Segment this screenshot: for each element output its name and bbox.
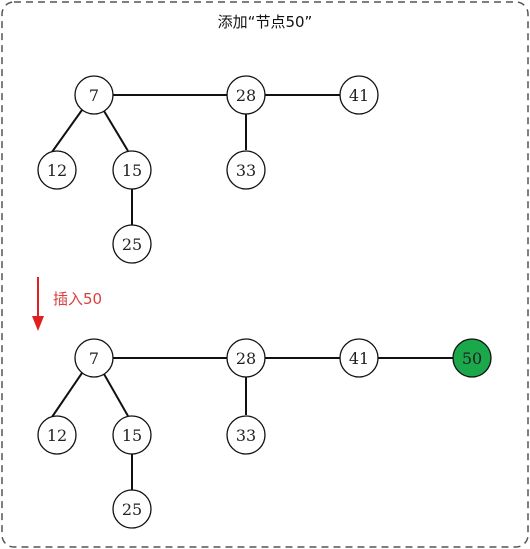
before-node-28: 28 <box>226 75 266 115</box>
node-label: 15 <box>122 426 142 445</box>
tree-before: 7 28 41 12 15 33 25 <box>37 75 379 264</box>
diagram-title: 添加“节点50” <box>218 13 313 31</box>
before-node-33: 33 <box>226 150 266 190</box>
node-circle <box>452 338 492 378</box>
node-label: 28 <box>236 349 256 368</box>
node-circle <box>37 150 77 190</box>
before-node-25: 25 <box>112 224 152 264</box>
node-label: 50 <box>462 349 482 368</box>
before-node-41: 41 <box>339 75 379 115</box>
after-node-7: 7 <box>74 338 114 378</box>
node-label: 15 <box>122 161 142 180</box>
node-label: 41 <box>349 349 369 368</box>
down-arrow-icon <box>32 316 44 331</box>
node-circle <box>112 489 152 529</box>
node-circle <box>226 415 266 455</box>
after-node-28: 28 <box>226 338 266 378</box>
edge-7-15 <box>103 110 129 152</box>
after-node-25: 25 <box>112 489 152 529</box>
node-circle <box>226 75 266 115</box>
node-label: 41 <box>349 86 369 105</box>
node-circle <box>74 338 114 378</box>
edge-7-12 <box>51 109 83 153</box>
edges-before <box>51 94 340 225</box>
nodes-after: 7 28 41 50 12 15 33 25 <box>37 338 492 529</box>
node-circle <box>112 150 152 190</box>
node-label: 33 <box>236 426 256 445</box>
after-node-12: 12 <box>37 415 77 455</box>
node-circle <box>339 75 379 115</box>
step-indicator: 插入50 <box>32 277 102 331</box>
node-label: 33 <box>236 161 256 180</box>
node-label: 28 <box>236 86 256 105</box>
after-node-33: 33 <box>226 415 266 455</box>
edge-7-15 <box>103 373 129 417</box>
node-label: 12 <box>47 161 67 180</box>
step-label: 插入50 <box>53 290 102 308</box>
before-node-12: 12 <box>37 150 77 190</box>
node-circle <box>339 338 379 378</box>
before-node-7: 7 <box>74 75 114 115</box>
after-node-50: 50 <box>452 338 492 378</box>
after-node-15: 15 <box>112 415 152 455</box>
node-label: 12 <box>47 426 67 445</box>
node-circle <box>226 150 266 190</box>
edges-after <box>51 357 453 490</box>
node-circle <box>37 415 77 455</box>
before-node-15: 15 <box>112 150 152 190</box>
node-label: 25 <box>122 500 142 519</box>
nodes-before: 7 28 41 12 15 33 25 <box>37 75 379 264</box>
after-node-41: 41 <box>339 338 379 378</box>
node-circle <box>74 75 114 115</box>
node-label: 7 <box>89 349 99 368</box>
node-circle <box>112 224 152 264</box>
node-label: 25 <box>122 235 142 254</box>
node-circle <box>226 338 266 378</box>
edge-7-12 <box>51 372 83 418</box>
node-circle <box>112 415 152 455</box>
tree-after: 7 28 41 50 12 15 33 25 <box>37 338 492 529</box>
node-label: 7 <box>89 86 99 105</box>
